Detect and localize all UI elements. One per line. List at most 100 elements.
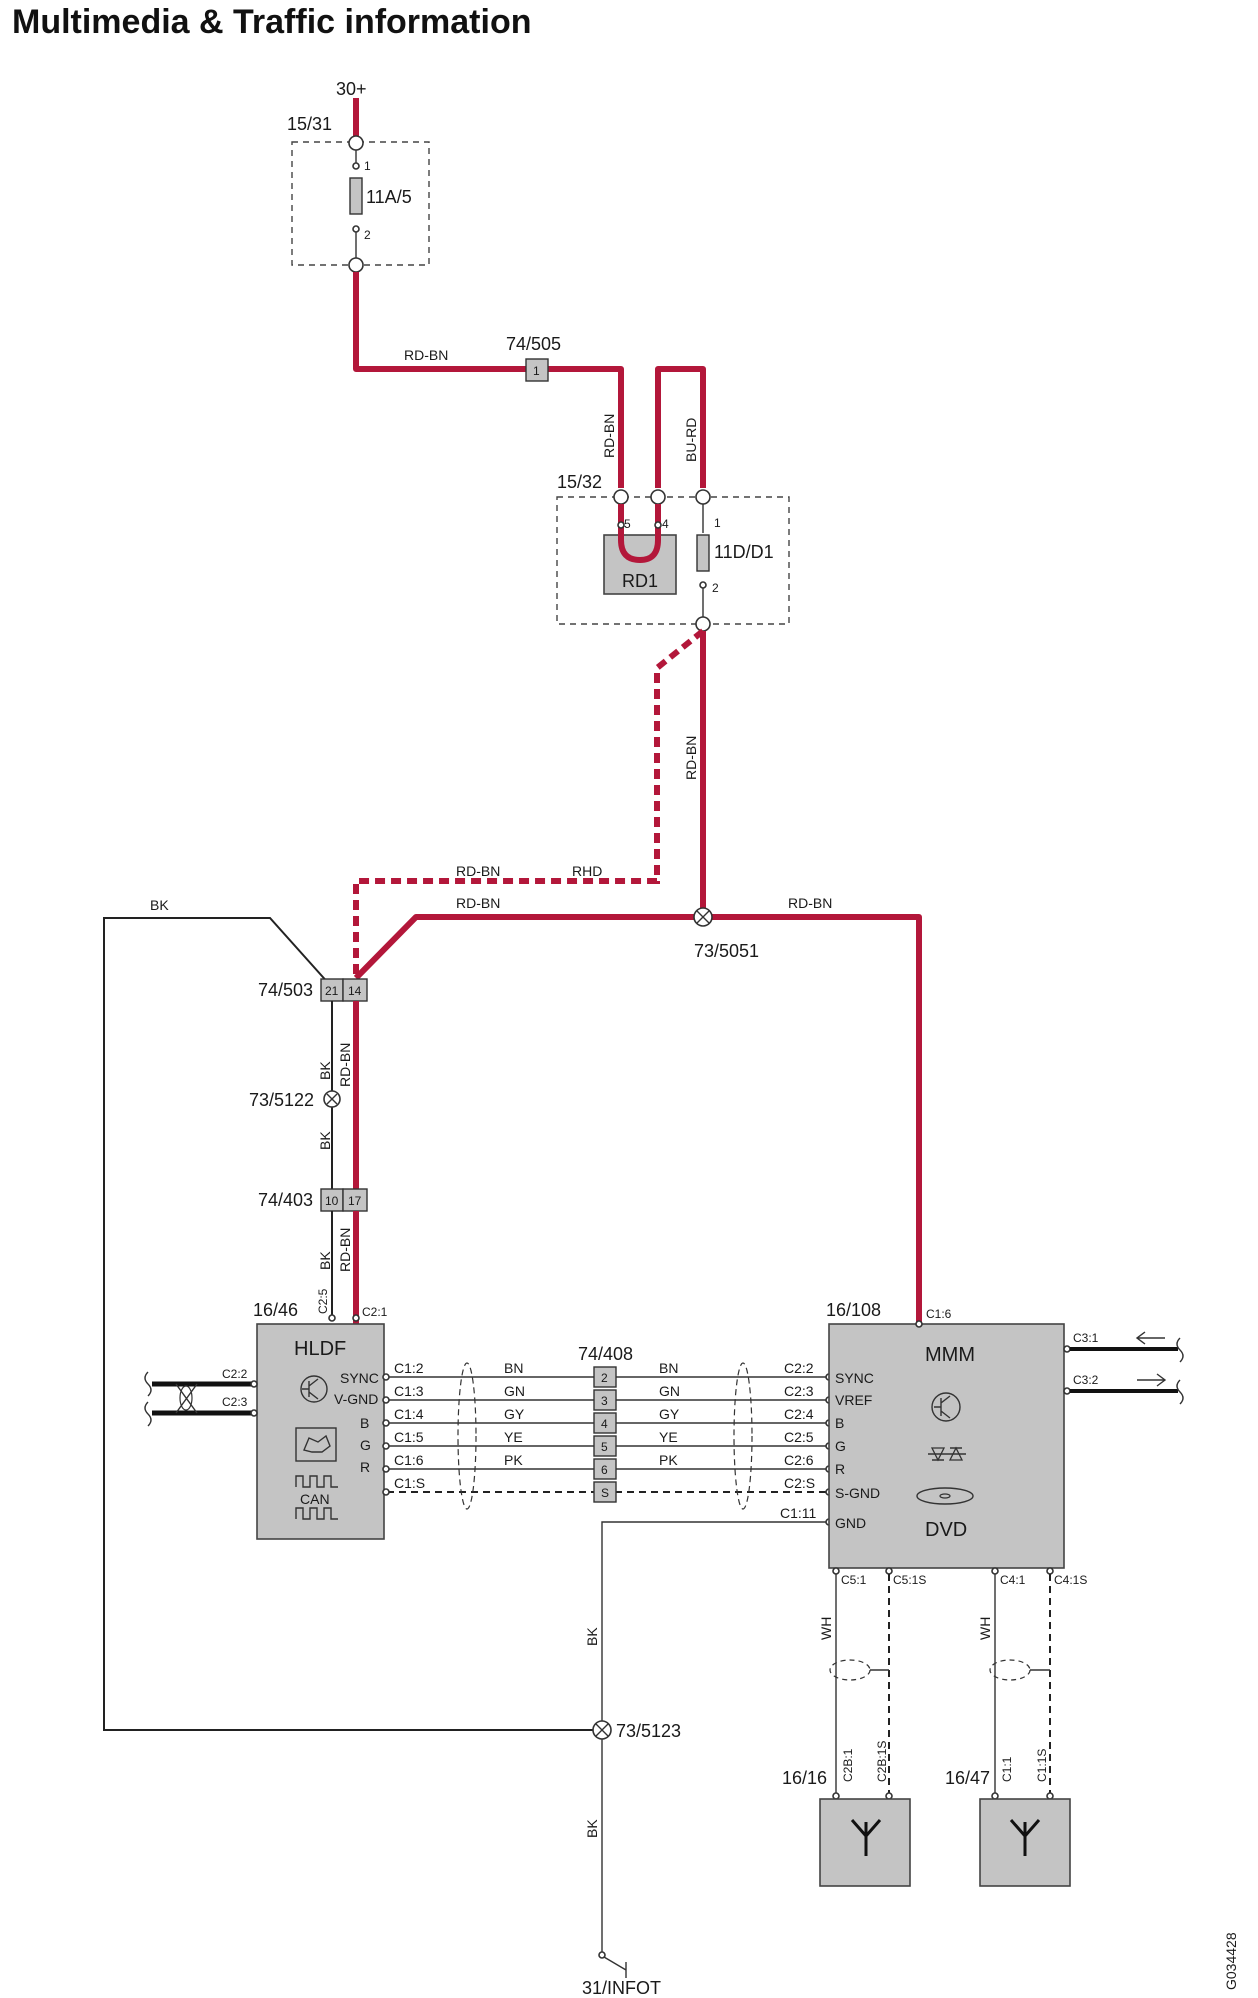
svg-text:WH: WH bbox=[818, 1617, 834, 1640]
figure-id: G034428 bbox=[1223, 1932, 1239, 1990]
module-mmm-name: MMM bbox=[925, 1344, 975, 1366]
svg-text:1: 1 bbox=[714, 516, 721, 530]
transistor-icon bbox=[931, 1392, 961, 1422]
svg-text:V-GND: V-GND bbox=[334, 1391, 378, 1407]
svg-text:BN: BN bbox=[659, 1360, 678, 1376]
svg-text:GY: GY bbox=[504, 1406, 525, 1422]
svg-text:BN: BN bbox=[504, 1360, 523, 1376]
svg-text:BK: BK bbox=[584, 1627, 600, 1646]
svg-text:C1:2: C1:2 bbox=[394, 1360, 424, 1376]
svg-text:C2:3: C2:3 bbox=[222, 1395, 248, 1409]
antenna-16-47: 16/47 C1:1 C1:1S bbox=[945, 1749, 1071, 1887]
svg-text:C3:2: C3:2 bbox=[1073, 1373, 1099, 1387]
svg-text:C1:S: C1:S bbox=[394, 1475, 425, 1491]
svg-text:6: 6 bbox=[601, 1463, 608, 1477]
svg-text:RD-BN: RD-BN bbox=[601, 414, 617, 458]
diode-pair-icon bbox=[928, 1446, 966, 1462]
svg-text:C2:4: C2:4 bbox=[784, 1406, 814, 1422]
svg-text:PK: PK bbox=[659, 1452, 678, 1468]
module-hldf: 16/46 HLDF C2:5 C2:1 CAN SYNC V-GND B G … bbox=[253, 1288, 388, 1540]
svg-text:C2:6: C2:6 bbox=[784, 1452, 814, 1468]
svg-text:BK: BK bbox=[317, 1251, 333, 1270]
svg-text:SYNC: SYNC bbox=[340, 1370, 379, 1386]
can-waveform-icon: CAN bbox=[295, 1475, 338, 1520]
svg-text:4: 4 bbox=[601, 1417, 608, 1431]
svg-text:C1:3: C1:3 bbox=[394, 1383, 424, 1399]
fuse-11a5 bbox=[349, 177, 363, 215]
svg-text:C2:S: C2:S bbox=[784, 1475, 815, 1491]
svg-text:RD-BN: RD-BN bbox=[456, 895, 500, 911]
svg-text:C4:1S: C4:1S bbox=[1054, 1573, 1087, 1587]
svg-text:YE: YE bbox=[659, 1429, 678, 1445]
svg-text:C4:1: C4:1 bbox=[1000, 1573, 1026, 1587]
connector-74-403-label: 74/403 bbox=[258, 1190, 313, 1210]
svg-text:C2:5: C2:5 bbox=[784, 1429, 814, 1445]
svg-text:BK: BK bbox=[317, 1131, 333, 1150]
svg-text:C1:4: C1:4 bbox=[394, 1406, 424, 1422]
svg-text:C1:5: C1:5 bbox=[394, 1429, 424, 1445]
mmm-right-pins: C3:1 C3:2 bbox=[1063, 1331, 1184, 1405]
connector-74-408: 74/408 2 3 4 5 6 S bbox=[578, 1344, 633, 1503]
connector-74-503-label: 74/503 bbox=[258, 980, 313, 1000]
chip-icon bbox=[295, 1427, 337, 1462]
svg-text:C5:1: C5:1 bbox=[841, 1573, 867, 1587]
svg-text:2: 2 bbox=[712, 581, 719, 595]
svg-text:21: 21 bbox=[325, 984, 339, 998]
connector-74-505-label: 74/505 bbox=[506, 334, 561, 354]
svg-text:S-GND: S-GND bbox=[835, 1485, 880, 1501]
svg-text:S: S bbox=[601, 1486, 609, 1500]
module-hldf-name: HLDF bbox=[294, 1338, 346, 1360]
svg-text:RHD: RHD bbox=[572, 863, 602, 879]
antenna-16-47-label: 16/47 bbox=[945, 1768, 990, 1788]
svg-text:RD-BN: RD-BN bbox=[337, 1228, 353, 1272]
ground-terminal: 31/INFOT bbox=[582, 1951, 661, 1998]
svg-text:14: 14 bbox=[348, 984, 362, 998]
fusebox-15-32: 15/32 5 4 RD1 1 11D/D1 2 bbox=[556, 472, 790, 632]
svg-text:BK: BK bbox=[317, 1061, 333, 1080]
svg-text:RD-BN: RD-BN bbox=[404, 347, 448, 363]
fuse-11d-d1 bbox=[696, 534, 710, 572]
svg-text:C2:5: C2:5 bbox=[316, 1288, 330, 1314]
svg-text:G: G bbox=[360, 1437, 371, 1453]
svg-text:C3:1: C3:1 bbox=[1073, 1331, 1099, 1345]
svg-text:VREF: VREF bbox=[835, 1392, 872, 1408]
svg-text:2: 2 bbox=[364, 228, 371, 242]
page-title: Multimedia & Traffic information bbox=[12, 3, 531, 41]
splice-73-5122: 73/5122 bbox=[249, 1090, 341, 1110]
svg-text:5: 5 bbox=[601, 1440, 608, 1454]
svg-text:BK: BK bbox=[584, 1819, 600, 1838]
fusebox-15-31: 15/31 1 11A/5 2 bbox=[287, 98, 430, 273]
svg-text:GN: GN bbox=[504, 1383, 525, 1399]
svg-text:SYNC: SYNC bbox=[835, 1370, 874, 1386]
connector-74-408-label: 74/408 bbox=[578, 1344, 633, 1364]
svg-text:WH: WH bbox=[977, 1617, 993, 1640]
antenna-16-16: 16/16 C2B:1 C2B:1S bbox=[782, 1741, 911, 1887]
module-mmm-dvd: DVD bbox=[925, 1519, 967, 1541]
svg-text:C1:1S: C1:1S bbox=[1035, 1749, 1049, 1782]
module-mmm-id: 16/108 bbox=[826, 1300, 881, 1320]
fusebox-15-31-label: 15/31 bbox=[287, 114, 332, 134]
svg-text:1: 1 bbox=[364, 159, 371, 173]
svg-text:2: 2 bbox=[601, 1371, 608, 1385]
fusebox-15-32-label: 15/32 bbox=[557, 472, 602, 492]
svg-text:C2B:1: C2B:1 bbox=[841, 1748, 855, 1782]
svg-text:C1:1: C1:1 bbox=[1000, 1756, 1014, 1782]
antenna-icon bbox=[850, 1819, 882, 1856]
svg-text:YE: YE bbox=[504, 1429, 523, 1445]
svg-text:C1:6: C1:6 bbox=[926, 1307, 952, 1321]
splice-73-5122-label: 73/5122 bbox=[249, 1090, 314, 1110]
svg-text:B: B bbox=[360, 1415, 369, 1431]
svg-text:RD-BN: RD-BN bbox=[337, 1043, 353, 1087]
svg-text:17: 17 bbox=[348, 1194, 362, 1208]
relay-rd1-label: RD1 bbox=[622, 571, 658, 591]
svg-text:C2:2: C2:2 bbox=[222, 1367, 248, 1381]
svg-text:3: 3 bbox=[601, 1394, 608, 1408]
svg-text:C2:1: C2:1 bbox=[362, 1305, 388, 1319]
svg-text:GND: GND bbox=[835, 1515, 866, 1531]
module-mmm: 16/108 C1:6 MMM SYNC VREF B G R S-GND GN… bbox=[826, 1300, 1065, 1569]
fuse-11a5-label: 11A/5 bbox=[366, 187, 412, 207]
svg-text:R: R bbox=[835, 1461, 845, 1477]
antenna-icon bbox=[1009, 1819, 1041, 1856]
splice-73-5051-label: 73/5051 bbox=[694, 941, 759, 961]
